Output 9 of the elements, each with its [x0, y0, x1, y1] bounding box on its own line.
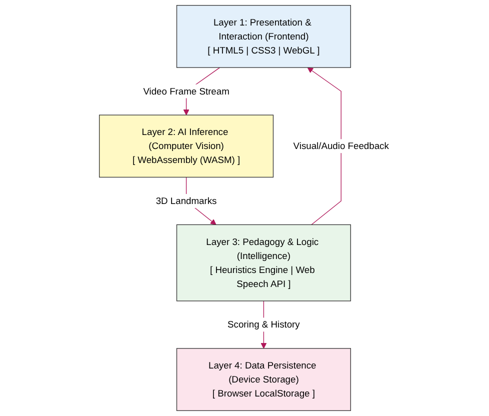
edge-label: Scoring & History — [228, 319, 300, 330]
node-box: Layer 4: Data Persistence (Device Storage) [ Browser LocalStorage ] — [176, 348, 352, 411]
arrow — [308, 67, 342, 226]
edge-label: Video Frame Stream — [144, 86, 230, 96]
node-box: Layer 2: AI Inference (Computer Vision) [ WebAssembly (WASM) ] — [99, 114, 274, 178]
edge-label: Visual/Audio Feedback — [294, 140, 390, 152]
edge-label: 3D Landmarks — [156, 195, 218, 206]
node-box: Layer 1: Presentation & Interaction (Frontend) [ HTML5 | CSS3 | WebGL ] — [176, 5, 352, 68]
node-box: Layer 3: Pedagogy & Logic (Intelligence) [ Heuristics Engine | Web Speech API ] — [176, 224, 352, 302]
